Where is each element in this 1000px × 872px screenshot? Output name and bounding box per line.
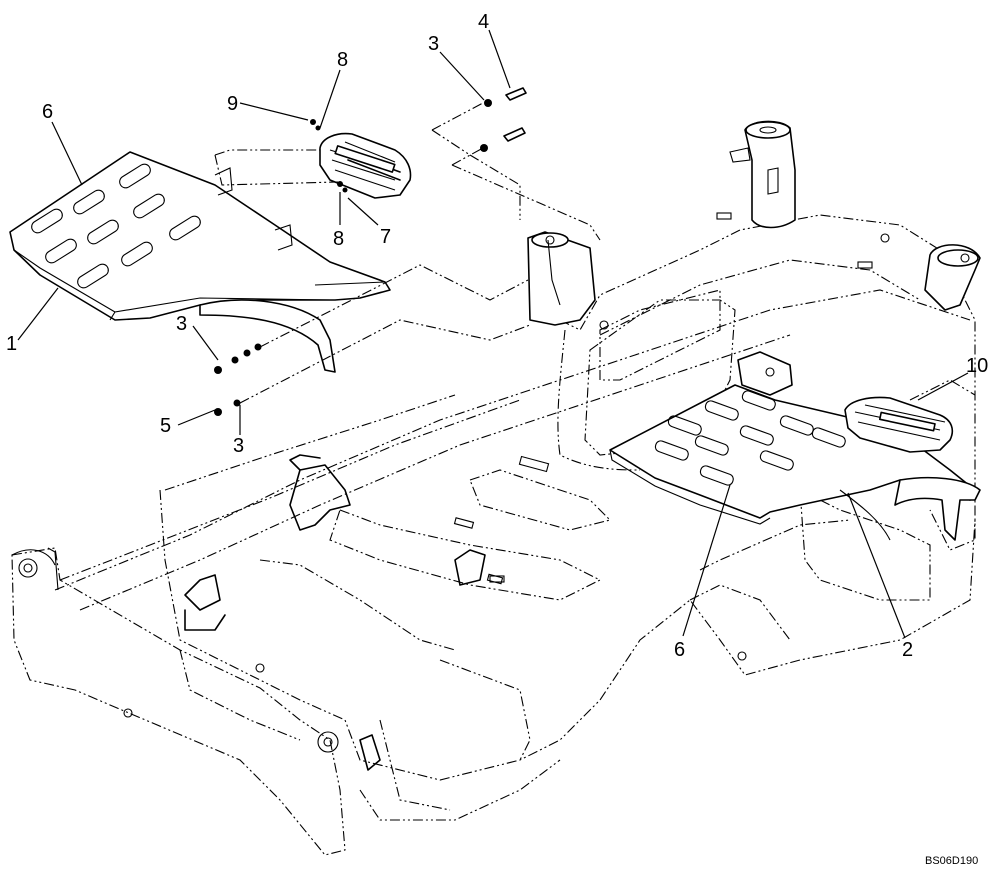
callout-6-left: 6 [42,101,53,123]
drawing-code: BS06D190 [925,855,978,867]
callout-4: 4 [478,11,489,33]
left-floor-plate [9,151,391,373]
callout-5: 5 [160,415,171,437]
callout-labels: 1 6 9 8 8 7 3 4 3 5 3 10 6 2 [6,11,988,661]
callout-3-top: 3 [428,33,439,55]
leader-lines [17,29,969,639]
hardware [214,87,873,583]
callout-10: 10 [966,355,988,377]
left-foot-pedal [319,132,412,199]
callout-7: 7 [380,226,391,248]
callout-8-top: 8 [337,49,348,71]
right-foot-pedal [844,396,954,453]
callout-1: 1 [6,333,17,355]
right-floor-plate [609,351,981,541]
callout-2: 2 [902,639,913,661]
callout-3-lower: 3 [233,435,244,457]
callout-9: 9 [227,93,238,115]
explosion-lines [214,102,601,404]
callout-8-bottom: 8 [333,228,344,250]
callout-6-right: 6 [674,639,685,661]
callout-3-left: 3 [176,313,187,335]
